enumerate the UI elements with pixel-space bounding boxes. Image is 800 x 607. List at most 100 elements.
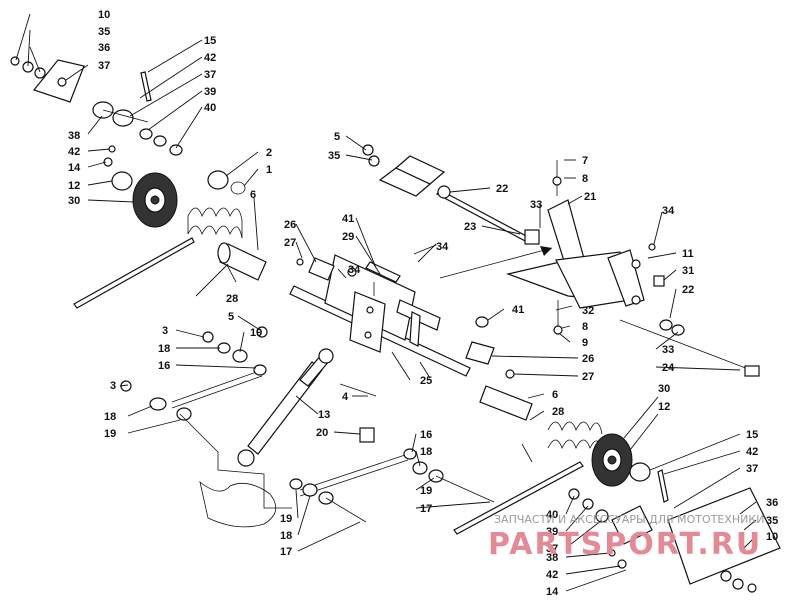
callout-label: 16 (158, 360, 170, 372)
callout-label: 31 (682, 265, 694, 277)
watermark: ЗАПЧАСТИ И АКСЕССУАРЫ ДЛЯ МОТОТЕХНИКИ PA… (488, 513, 764, 562)
watermark-brand: PARTSPORT.RU (488, 527, 762, 562)
callout-label: 27 (582, 371, 594, 383)
callout-label: 34 (436, 241, 449, 253)
callout-label: 34 (662, 205, 675, 217)
arrow-head (540, 246, 552, 256)
callout-label: 35 (766, 515, 778, 527)
callout-label: 27 (284, 237, 296, 249)
block-26-right (465, 341, 495, 365)
callout-label: 20 (316, 427, 328, 439)
callout-label: 3 (162, 325, 168, 337)
callout-label: 18 (104, 411, 116, 423)
callout-label: 38 (546, 552, 558, 564)
callout-label: 41 (512, 304, 524, 316)
callout-label: 35 (98, 26, 110, 38)
callout-label: 40 (204, 102, 216, 114)
callout-label: 38 (68, 130, 80, 142)
callout-label: 7 (582, 155, 588, 167)
callout-label: 4 (342, 391, 349, 403)
callout-label: 24 (662, 362, 675, 374)
callout-label: 42 (204, 52, 216, 64)
callout-label: 2 (266, 147, 272, 159)
callout-label: 36 (766, 497, 778, 509)
shock-absorber (237, 348, 334, 467)
lower-right-spring (453, 421, 603, 535)
callout-label: 37 (98, 60, 110, 72)
callout-label: 8 (582, 321, 588, 333)
callout-label: 22 (682, 284, 694, 296)
main-shaft (289, 254, 471, 377)
callout-label: 33 (662, 344, 674, 356)
upper-left-spring (73, 207, 243, 309)
callout-label: 35 (328, 150, 340, 162)
callout-label: 34 (348, 264, 361, 276)
callout-label: 13 (318, 409, 330, 421)
callout-label: 21 (584, 191, 596, 203)
callout-label: 40 (546, 509, 558, 521)
top-center-bracket (362, 144, 540, 245)
callout-label: 33 (530, 199, 542, 211)
callout-label: 6 (552, 389, 558, 401)
callout-label: 19 (104, 428, 116, 440)
callout-label: 11 (682, 248, 694, 260)
callout-label: 12 (68, 180, 80, 192)
callout-label: 28 (226, 293, 238, 305)
callout-label: 8 (582, 173, 588, 185)
lower-link (289, 448, 495, 523)
callout-label: 32 (582, 305, 594, 317)
callout-label: 18 (280, 530, 292, 542)
callout-label: 5 (334, 131, 340, 143)
callout-label: 18 (420, 446, 432, 458)
callout-label: 6 (250, 189, 256, 201)
callout-label: 42 (68, 146, 80, 158)
callout-label: 30 (658, 383, 670, 395)
upper-left-bracket (10, 56, 183, 167)
callout-label: 5 (228, 311, 234, 323)
lower-right-wheel (591, 433, 651, 487)
callout-label: 19 (420, 485, 432, 497)
callout-label: 30 (68, 195, 80, 207)
callout-label: 42 (746, 446, 758, 458)
callout-label: 15 (746, 429, 758, 441)
callout-label: 23 (464, 221, 476, 233)
callout-label: 15 (204, 35, 216, 47)
callout-label: 19 (280, 513, 292, 525)
callout-label: 17 (280, 546, 292, 558)
callout-label: 10 (98, 9, 110, 21)
callout-label: 28 (552, 406, 564, 418)
sleeve-lower (479, 385, 533, 421)
assembly-arrow (439, 247, 553, 279)
leader-lines (15, 13, 757, 592)
callout-label: 14 (68, 162, 81, 174)
callout-label: 25 (420, 375, 432, 387)
upper-left-wheel (111, 170, 246, 228)
watermark-caption: ЗАПЧАСТИ И АКСЕССУАРЫ ДЛЯ МОТОТЕХНИКИ (494, 513, 764, 526)
callout-label: 42 (546, 569, 558, 581)
callout-label: 37 (546, 543, 558, 555)
right-pivot-bracket (505, 160, 760, 377)
callout-label: 18 (158, 343, 170, 355)
callout-label: 39 (204, 86, 216, 98)
callout-label: 16 (420, 429, 432, 441)
callout-label: 10 (766, 531, 778, 543)
link-bolts-upper (202, 326, 377, 443)
drawing-linework (10, 56, 781, 593)
callout-label: 41 (342, 213, 354, 225)
lower-right-bracket (568, 469, 781, 593)
callout-label: 29 (342, 231, 354, 243)
callout-label: 26 (284, 219, 296, 231)
callout-label: 22 (496, 183, 508, 195)
callout-label: 14 (546, 586, 559, 598)
left-link-upper (120, 364, 267, 421)
callout-label: 1 (266, 164, 272, 176)
callout-label: 37 (746, 463, 758, 475)
callout-label: 19 (250, 327, 262, 339)
callout-label: 36 (98, 42, 110, 54)
frame-ghost (199, 480, 277, 528)
callout-label: 17 (420, 503, 432, 515)
callout-label: 37 (204, 69, 216, 81)
callout-label: 3 (110, 380, 116, 392)
callout-label: 12 (658, 401, 670, 413)
